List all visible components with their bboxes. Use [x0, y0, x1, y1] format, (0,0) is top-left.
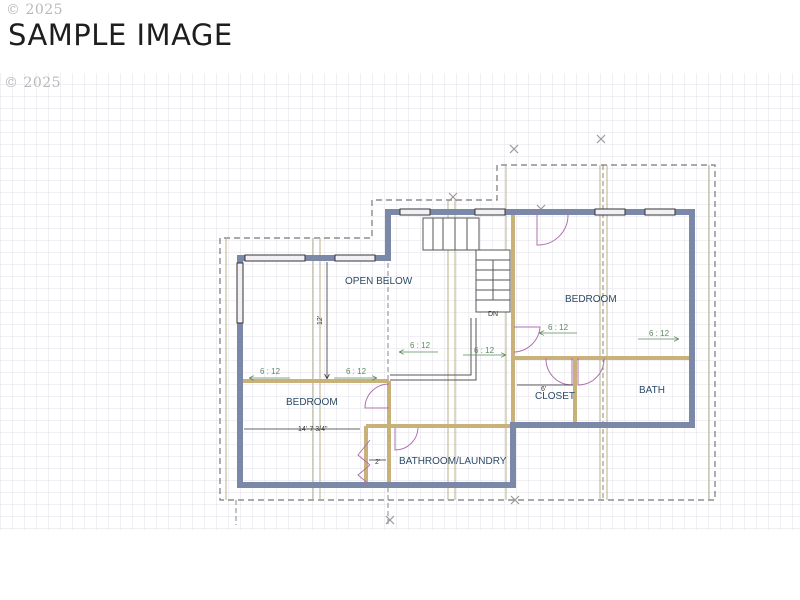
- interior-walls: [240, 212, 693, 485]
- room-label-bedroom-upper: BEDROOM: [565, 294, 617, 305]
- room-label-bath: BATH: [639, 385, 665, 396]
- roof-pitch-label: 6 : 12: [548, 323, 569, 332]
- floor-plan-drawing: DN 12' 14'-7 3/4" 6' 2': [0, 73, 800, 530]
- floor-plan-canvas: DN 12' 14'-7 3/4" 6' 2': [0, 73, 800, 530]
- stairs: [390, 217, 511, 381]
- roof-pitch-label: 6 : 12: [474, 346, 495, 355]
- dimension-laundry-closet: 2': [375, 459, 380, 466]
- dimension-open-below: 12': [317, 316, 324, 325]
- roof-outline: [219, 164, 716, 501]
- sample-image-title: SAMPLE IMAGE: [8, 18, 233, 52]
- roof-pitch-arrows: [250, 333, 678, 378]
- grid-background: [0, 73, 800, 530]
- room-label-bedroom-left: BEDROOM: [286, 397, 338, 408]
- copyright-watermark-top: © 2025: [6, 2, 64, 18]
- room-label-open-below: OPEN BELOW: [345, 276, 413, 287]
- dimension-bedroom-width: 14'-7 3/4": [298, 426, 328, 433]
- windows: [236, 208, 676, 324]
- roof-pitch-label: 6 : 12: [649, 329, 670, 338]
- roof-pitch-label: 6 : 12: [260, 367, 281, 376]
- room-label-bathroom-laundry: BATHROOM/LAUNDRY: [399, 456, 507, 467]
- room-label-closet: CLOSET: [535, 391, 575, 402]
- roof-pitch-label: 6 : 12: [346, 367, 367, 376]
- dimension-closet: 6': [541, 386, 546, 393]
- roof-framing-lines: [225, 165, 710, 500]
- door-swings: [357, 212, 605, 486]
- copyright-watermark-grid: © 2025: [4, 75, 62, 91]
- roof-pitch-label: 6 : 12: [410, 341, 431, 350]
- stairs-down-label: DN: [488, 311, 498, 318]
